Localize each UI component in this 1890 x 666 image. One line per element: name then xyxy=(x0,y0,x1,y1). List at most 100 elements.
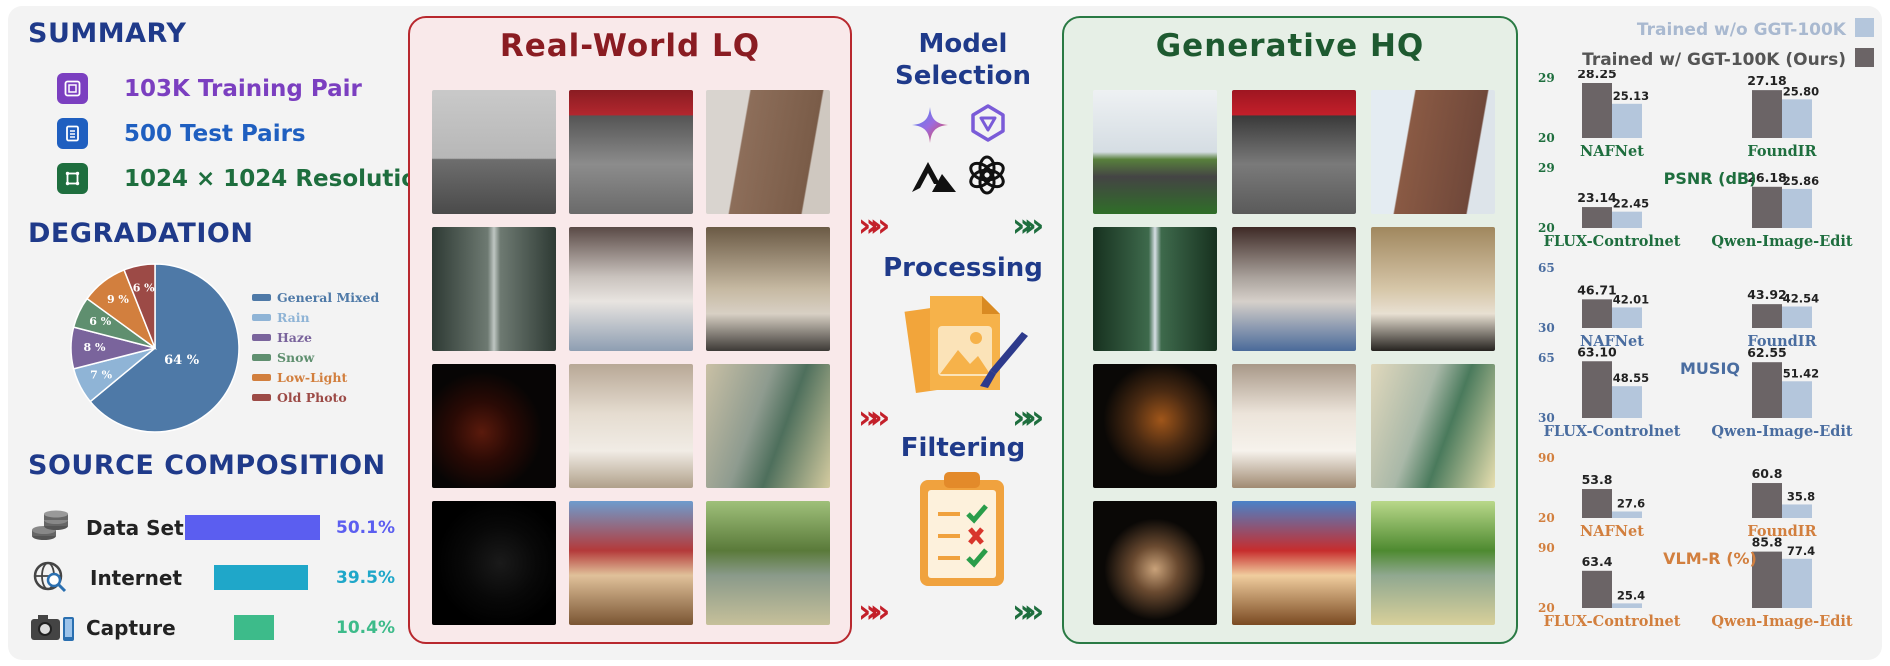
y-tick-label: 65 xyxy=(1538,351,1555,365)
legend-general-mixed: General Mixed xyxy=(252,290,379,305)
bar-value-label: 27.18 xyxy=(1747,73,1787,88)
legend-label: Haze xyxy=(277,330,312,345)
arrow-red-1: »» xyxy=(858,206,890,244)
y-tick-label: 29 xyxy=(1538,161,1555,175)
bar-value-label: 43.92 xyxy=(1747,287,1787,302)
lq-thumbnail-3-3 xyxy=(706,364,830,488)
legend-label: Snow xyxy=(277,350,315,365)
bar-with-foundir xyxy=(1752,304,1782,328)
lq-thumbnail-2-2 xyxy=(569,227,693,351)
y-tick-label: 65 xyxy=(1538,261,1555,275)
bar-value-label: 63.10 xyxy=(1577,344,1617,359)
legend-swatch xyxy=(252,354,271,361)
chart-legend-without: Trained w/o GGT-100K xyxy=(1636,20,1846,40)
model-name-label: Qwen-Image-Edit xyxy=(1711,423,1853,440)
pie-slice-old-photo xyxy=(123,263,156,349)
bar-value-label: 51.42 xyxy=(1783,366,1819,380)
model-name-label: FLUX-Controlnet xyxy=(1544,233,1681,250)
legend-swatch-with xyxy=(1855,48,1874,67)
bar-value-label: 48.55 xyxy=(1613,371,1649,385)
camera-phone-icon xyxy=(31,615,74,641)
pie-slice-label: 64 % xyxy=(164,353,200,368)
summary-training-text: 103K Training Pair xyxy=(124,75,362,102)
legend-label: General Mixed xyxy=(277,290,380,305)
hq-thumbnail-1-3 xyxy=(1371,90,1495,214)
y-tick-label: 29 xyxy=(1538,71,1555,85)
metric-title: VLM-R (%) xyxy=(1663,549,1757,568)
bar-value-label: 35.8 xyxy=(1787,489,1815,503)
y-tick-label: 90 xyxy=(1538,451,1555,465)
hq-thumbnail-4-3 xyxy=(1371,501,1495,625)
source-label: Data Set xyxy=(86,516,184,540)
legend-label: Old Photo xyxy=(277,390,347,405)
bar-value-label: 63.4 xyxy=(1582,554,1613,569)
legend-snow: Snow xyxy=(252,350,314,365)
hq-thumbnail-2-2 xyxy=(1232,227,1356,351)
bar-without-foundir xyxy=(1782,504,1812,518)
hq-thumbnail-3-1 xyxy=(1093,364,1217,488)
source-label: Internet xyxy=(90,566,183,590)
pie-slice-label: 6 % xyxy=(89,315,111,328)
bar-value-label: 26.18 xyxy=(1747,170,1787,185)
arrow-green-2: »» xyxy=(1012,398,1044,436)
model-name-label: FLUX-Controlnet xyxy=(1544,613,1681,630)
summary-resolution-text: 1024 × 1024 Resolution xyxy=(124,165,434,192)
bar-with-foundir xyxy=(1752,90,1782,138)
lq-thumbnail-1-2 xyxy=(569,90,693,214)
bar-without-flux-controlnet xyxy=(1612,603,1642,608)
source-pct: 50.1% xyxy=(336,518,395,538)
bar-with-nafnet xyxy=(1582,299,1612,328)
bar-value-label: 23.14 xyxy=(1577,190,1617,205)
model-name-label: FoundIR xyxy=(1747,523,1817,540)
lq-thumbnail-4-2 xyxy=(569,501,693,625)
hq-panel-title: Generative HQ xyxy=(1155,28,1425,64)
bar-value-label: 77.4 xyxy=(1787,544,1815,558)
bar-with-qwen-image-edit xyxy=(1752,362,1782,418)
bar-value-label: 42.01 xyxy=(1613,292,1649,306)
source-bar xyxy=(185,515,320,540)
hq-thumbnail-4-1 xyxy=(1093,501,1217,625)
degradation-pie-chart: 64 %7 %8 %6 %9 %6 % xyxy=(70,263,240,433)
y-tick-label: 20 xyxy=(1538,511,1555,525)
legend-rain: Rain xyxy=(252,310,310,325)
hq-thumbnail-2-1 xyxy=(1093,227,1217,351)
bar-without-nafnet xyxy=(1612,103,1642,138)
qwen-logo-icon xyxy=(971,104,1005,142)
y-tick-label: 20 xyxy=(1538,601,1555,615)
y-tick-label: 90 xyxy=(1538,541,1555,555)
bar-value-label: 25.80 xyxy=(1783,84,1819,98)
summary-item-training: 103K Training Pair xyxy=(57,73,362,104)
database-icon xyxy=(32,510,68,540)
bar-with-flux-controlnet xyxy=(1582,207,1612,228)
summary-item-resolution: 1024 × 1024 Resolution xyxy=(57,163,433,194)
lq-thumbnail-2-1 xyxy=(432,227,556,351)
bar-value-label: 42.54 xyxy=(1783,292,1819,306)
model-name-label: NAFNet xyxy=(1580,143,1644,160)
mistral-style-logo-icon xyxy=(912,162,956,192)
bar-with-qwen-image-edit xyxy=(1752,551,1782,608)
openai-logo-icon xyxy=(969,155,1005,195)
pie-slice-general-mixed xyxy=(89,263,240,433)
pie-slice-label: 7 % xyxy=(90,368,112,381)
legend-swatch xyxy=(252,374,271,381)
image-edit-icon xyxy=(904,296,1028,393)
bar-value-label: 60.8 xyxy=(1752,466,1783,481)
processing-title: Processing xyxy=(883,253,1043,283)
summary-item-test: 500 Test Pairs xyxy=(57,118,306,149)
model-name-label: FoundIR xyxy=(1747,333,1817,350)
summary-test-text: 500 Test Pairs xyxy=(124,120,306,147)
bar-without-flux-controlnet xyxy=(1612,211,1642,228)
arrow-green-3: »» xyxy=(1012,592,1044,630)
bar-with-nafnet xyxy=(1582,83,1612,138)
legend-label: Low-Light xyxy=(277,370,348,385)
legend-label: Rain xyxy=(277,310,310,325)
source-pct: 39.5% xyxy=(336,568,395,588)
lq-thumbnail-3-1 xyxy=(432,364,556,488)
source-bar xyxy=(214,565,308,590)
lq-thumbnail-3-2 xyxy=(569,364,693,488)
image-frame-icon xyxy=(57,73,88,104)
bar-value-label: 25.86 xyxy=(1783,174,1819,188)
source-label: Capture xyxy=(86,616,176,640)
bar-with-foundir xyxy=(1752,483,1782,518)
lq-thumbnail-4-1 xyxy=(432,501,556,625)
